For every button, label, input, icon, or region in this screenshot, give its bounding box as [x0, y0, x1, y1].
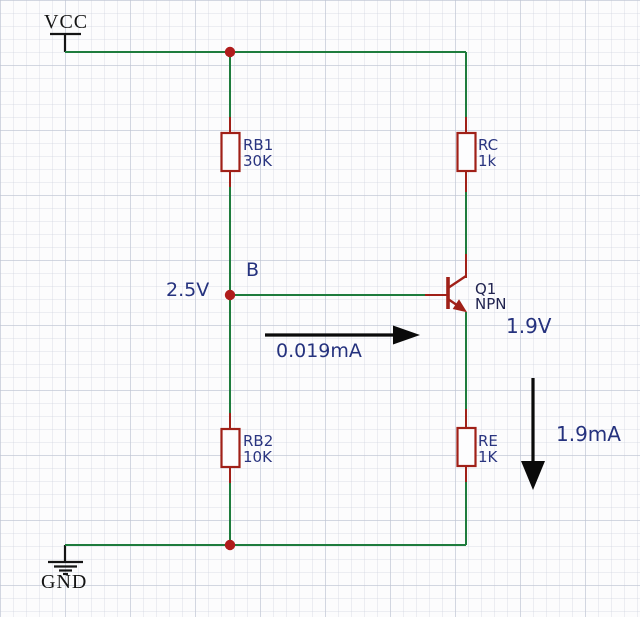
- base-current-arrow: [265, 325, 420, 345]
- emitter-current-label: 1.9mA: [556, 422, 621, 446]
- resistor-rb2-body: [220, 427, 241, 469]
- vcc-symbol: [50, 32, 81, 52]
- gnd-symbol: [48, 545, 83, 576]
- rb2-value-label: 10K: [243, 448, 272, 466]
- rb1-value-label: 30K: [243, 152, 272, 170]
- resistor-rc-body: [456, 131, 477, 173]
- q1-type-label: NPN: [475, 295, 507, 313]
- rc-value-label: 1k: [478, 152, 497, 170]
- gnd-label: GND: [41, 571, 88, 593]
- emitter-current-arrow: [521, 378, 545, 490]
- rc-ref-label: RC: [478, 136, 499, 154]
- rb2-ref-label: RB2: [243, 432, 274, 450]
- q1-ref-label: Q1: [475, 280, 497, 298]
- base-voltage-label: 2.5V: [166, 279, 210, 301]
- resistor-rb1-body: [220, 131, 241, 173]
- node-b-label: B: [246, 259, 260, 281]
- component-leads: [229, 117, 467, 483]
- junction-dot-base: [224, 289, 236, 301]
- junction-dot-top: [224, 46, 236, 58]
- junction-dots: [224, 46, 236, 551]
- re-value-label: 1K: [478, 448, 498, 466]
- re-ref-label: RE: [478, 432, 498, 450]
- resistor-re-body: [456, 426, 477, 468]
- transistor-q1-symbol: [446, 275, 468, 313]
- junction-dot-bottom: [224, 539, 236, 551]
- vcc-label: VCC: [44, 11, 89, 33]
- resistors: [220, 131, 477, 469]
- rb1-ref-label: RB1: [243, 136, 274, 154]
- base-current-label: 0.019mA: [276, 340, 362, 362]
- emitter-voltage-label: 1.9V: [506, 314, 552, 338]
- emitter-arrowhead: [452, 299, 468, 313]
- wires: [65, 51, 467, 546]
